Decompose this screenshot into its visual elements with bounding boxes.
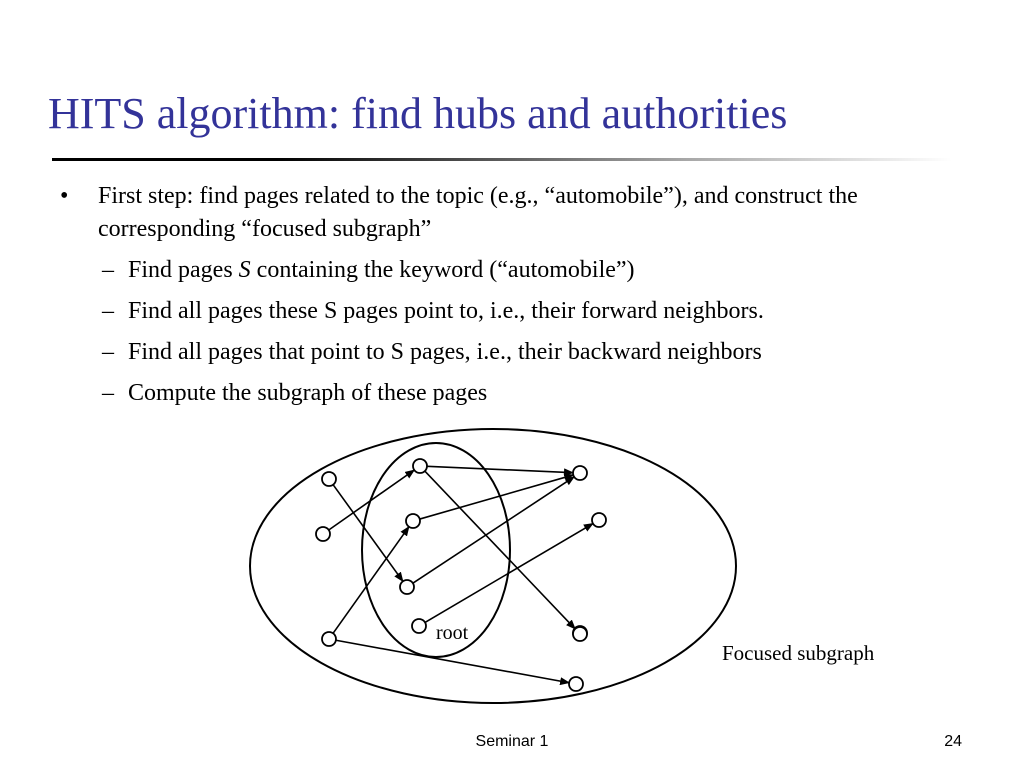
bullet-text: First step: find pages related to the to… <box>98 183 858 242</box>
footer-page-number: 24 <box>944 733 962 750</box>
edge-arrow-g-c <box>412 476 575 584</box>
sub-bullet-marker: – <box>102 257 114 283</box>
focused-subgraph-boundary <box>249 428 737 704</box>
sub-bullet-list: – Find pages S containing the keyword (“… <box>102 254 980 418</box>
emphasis-variable: S <box>238 257 251 283</box>
page-node-c <box>572 465 588 481</box>
focused-subgraph-label: Focused subgraph <box>722 641 875 665</box>
page-node-b <box>412 458 428 474</box>
sub-bullet-marker: – <box>102 339 114 365</box>
page-node-f <box>591 512 607 528</box>
page-node-k <box>572 626 588 642</box>
sub-bullet-text: Find all pages these S pages point to, i… <box>128 298 764 324</box>
edge-arrow-b-k <box>424 470 576 630</box>
sub-text-part: Find pages <box>128 257 239 283</box>
bullet-marker: • <box>60 183 69 209</box>
slide-title: HITS algorithm: find hubs and authoritie… <box>48 89 788 138</box>
sub-bullet-marker: – <box>102 298 114 324</box>
page-node-g <box>399 579 415 595</box>
edge-arrow-e-c <box>419 473 575 520</box>
sub-bullet-marker: – <box>102 380 114 406</box>
page-node-j <box>321 631 337 647</box>
page-node-h <box>411 618 427 634</box>
sub-bullet-item: – Find all pages these S pages point to,… <box>102 295 980 336</box>
root-label: root <box>436 622 469 644</box>
edge-arrow-b-c <box>426 465 575 477</box>
edge-arrow-h-f <box>424 522 594 624</box>
sub-bullet-item: – Compute the subgraph of these pages <box>102 377 980 418</box>
slide-body: • First step: find pages related to the … <box>60 180 980 418</box>
page-node-l <box>568 676 584 692</box>
sub-text-part: containing the keyword (“automobile”) <box>250 257 635 283</box>
sub-bullet-text: Find pages S containing the keyword (“au… <box>128 254 635 287</box>
edge-arrow-j-e <box>332 525 410 634</box>
page-node-i <box>572 625 588 641</box>
page-node-e <box>405 513 421 529</box>
edge-arrow-j-l <box>335 639 571 686</box>
edge-arrow-d-b <box>328 469 416 531</box>
sub-bullet-item: – Find pages S containing the keyword (“… <box>102 254 980 295</box>
page-node-a <box>321 471 337 487</box>
bullet-item: • First step: find pages related to the … <box>60 180 980 246</box>
edge-arrow-a-g <box>332 484 404 583</box>
sub-bullet-item: – Find all pages that point to S pages, … <box>102 336 980 377</box>
page-node-d <box>315 526 331 542</box>
sub-bullet-text: Find all pages that point to S pages, i.… <box>128 339 762 365</box>
title-underline <box>52 158 952 161</box>
root-set-boundary <box>361 442 511 658</box>
edge-layer <box>328 465 594 686</box>
footer-seminar-label: Seminar 1 <box>475 733 549 750</box>
sub-bullet-text: Compute the subgraph of these pages <box>128 380 488 406</box>
node-layer <box>315 458 607 692</box>
